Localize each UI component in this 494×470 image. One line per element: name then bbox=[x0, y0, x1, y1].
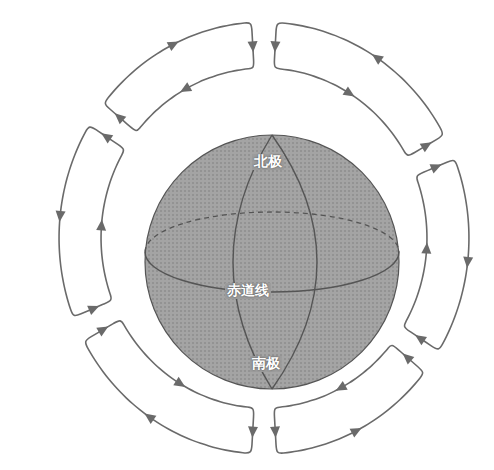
arrowhead bbox=[145, 414, 157, 424]
cell-loop bbox=[59, 127, 123, 315]
arrowhead bbox=[115, 113, 127, 124]
circulation-cell bbox=[270, 23, 442, 155]
circulation-cell bbox=[56, 127, 124, 315]
cell-loop bbox=[105, 23, 253, 131]
arrowhead bbox=[87, 306, 99, 315]
arrowhead bbox=[372, 54, 384, 64]
equator-label: 赤道线 bbox=[225, 283, 271, 298]
arrowhead bbox=[96, 219, 106, 230]
arrowhead bbox=[430, 164, 442, 173]
arrowhead bbox=[248, 426, 258, 437]
meridian bbox=[272, 135, 317, 389]
arrowhead bbox=[167, 41, 179, 51]
equator-back bbox=[145, 212, 399, 252]
arrowhead bbox=[248, 41, 258, 52]
arrowhead bbox=[270, 426, 280, 437]
arrowhead bbox=[343, 86, 355, 96]
pole-label: 北极 bbox=[252, 154, 284, 169]
arrowhead bbox=[173, 377, 185, 387]
arrowhead bbox=[421, 243, 431, 254]
arrowhead bbox=[101, 133, 113, 143]
arrowhead bbox=[270, 41, 280, 52]
arrowhead bbox=[463, 256, 473, 267]
pole-label: 南极 bbox=[250, 356, 282, 371]
globe-drawing bbox=[144, 134, 400, 390]
globe: 北极赤道线南极 bbox=[144, 134, 400, 390]
globe-outline bbox=[145, 135, 399, 389]
meridian bbox=[233, 135, 272, 389]
arrowhead bbox=[420, 142, 432, 152]
arrowhead bbox=[350, 428, 362, 438]
arrowhead bbox=[180, 82, 192, 92]
arrowhead bbox=[96, 327, 108, 337]
arrowhead bbox=[56, 211, 66, 222]
cell-loop bbox=[404, 160, 468, 348]
arrowhead bbox=[403, 354, 415, 365]
circulation-cell bbox=[404, 160, 473, 348]
arrowhead bbox=[415, 335, 427, 345]
cell-loop bbox=[274, 23, 442, 155]
arrowhead bbox=[336, 381, 348, 391]
circulation-cell bbox=[105, 23, 257, 131]
equator-line bbox=[145, 252, 399, 292]
